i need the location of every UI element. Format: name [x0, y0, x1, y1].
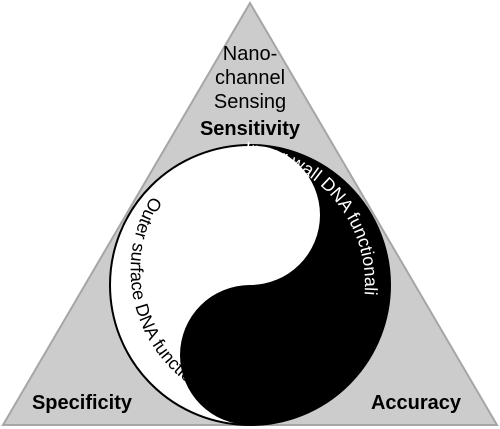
top-label-line-2: channel — [215, 67, 285, 89]
accuracy-label: Accuracy — [371, 392, 462, 414]
yin-yang-symbol — [109, 144, 391, 426]
specificity-label: Specificity — [32, 392, 133, 414]
sensitivity-label: Sensitivity — [200, 118, 301, 140]
yin-eye-dark-dot — [228, 333, 272, 377]
yang-eye-light-dot — [228, 193, 272, 237]
top-label-line-1: Nano- — [223, 43, 277, 65]
top-label-line-3: Sensing — [214, 91, 286, 113]
